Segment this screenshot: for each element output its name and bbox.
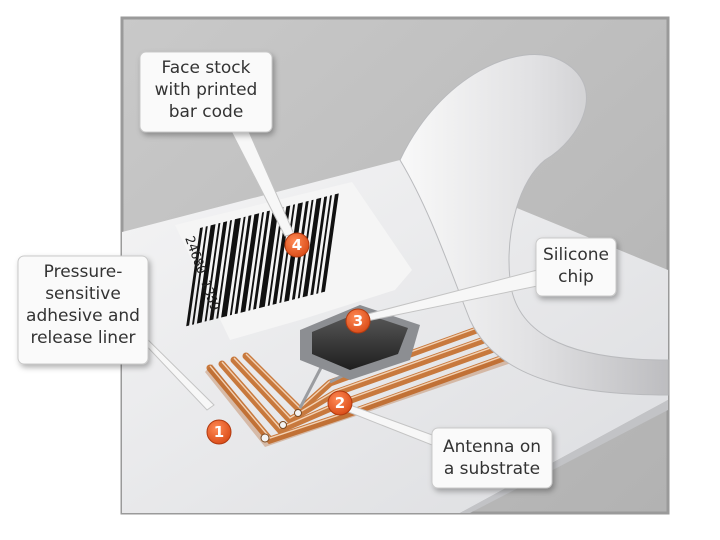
marker-2 <box>327 390 353 416</box>
marker-4 <box>284 232 310 258</box>
marker-3 <box>345 308 371 334</box>
callout-chip: Silicone chip <box>543 245 609 287</box>
callout-adhesive: Pressure- sensitive adhesive and release… <box>26 262 140 348</box>
antenna-contact-2 <box>279 421 287 429</box>
peeled-release-liner <box>399 54 669 396</box>
callout-box-antenna <box>431 427 553 489</box>
callout-box-adhesive <box>17 255 149 365</box>
chip-body <box>312 312 408 370</box>
antenna-contact-1 <box>260 433 270 443</box>
marker-2-label: 2 <box>334 394 346 412</box>
marker-4-label: 4 <box>291 236 303 254</box>
callout-face-stock: Face stock with printed bar code <box>154 58 258 122</box>
antenna-contact-3 <box>294 409 302 417</box>
barcode <box>186 193 339 327</box>
marker-1 <box>206 419 232 445</box>
marker-3-label: 3 <box>352 312 364 330</box>
callout-antenna: Antenna on a substrate <box>442 437 542 479</box>
callout-box-face-stock <box>139 51 273 133</box>
callout-box-chip <box>535 237 617 297</box>
marker-1-label: 1 <box>213 423 225 441</box>
